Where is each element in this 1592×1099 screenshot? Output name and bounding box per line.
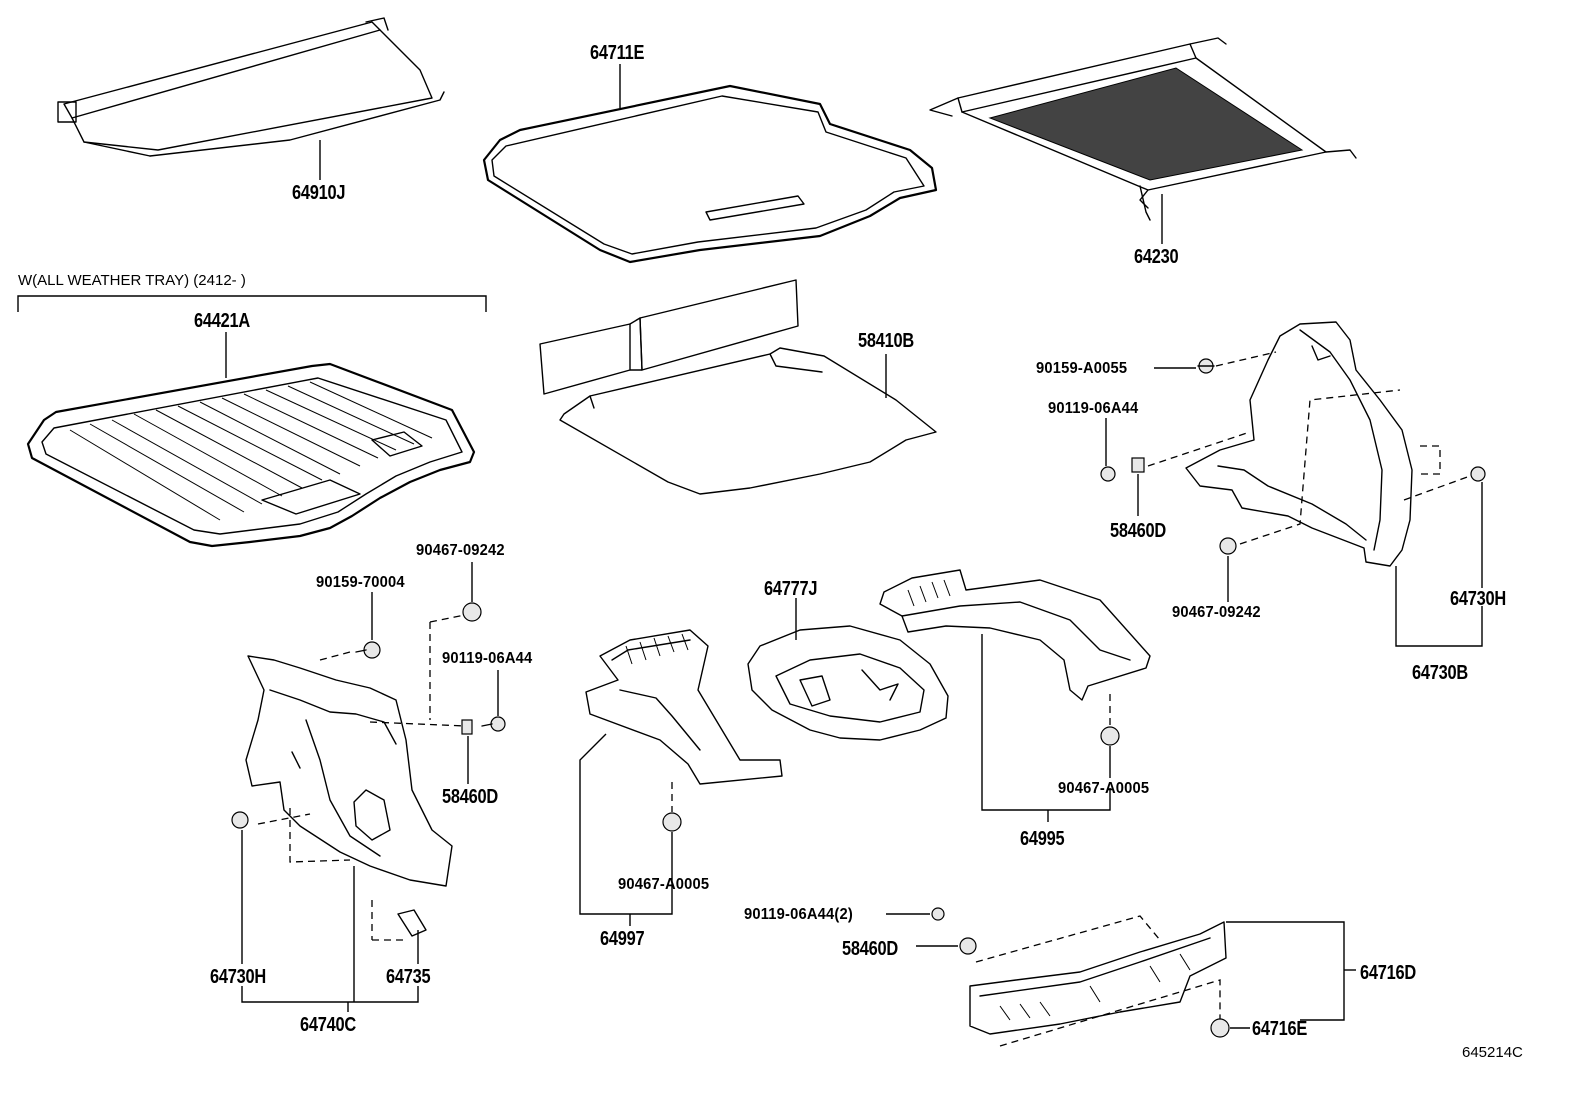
left-fasteners-drawing [231, 602, 506, 937]
part-label-90467-A0005-mid[interactable]: 90467-A0005 [618, 876, 710, 893]
part-label-90467-09242-left[interactable]: 90467-09242 [416, 542, 505, 559]
right-fasteners-drawing [1100, 358, 1486, 555]
part-label-64730H-right[interactable]: 64730H [1450, 588, 1506, 610]
luggage-mat-drawing [482, 84, 938, 264]
part-label-58460D-left[interactable]: 58460D [442, 786, 498, 808]
leader-lines [225, 64, 1483, 964]
part-label-90467-09242-right[interactable]: 90467-09242 [1172, 604, 1261, 621]
deck-carpet-drawing [539, 279, 937, 495]
part-label-64730H-left[interactable]: 64730H [210, 966, 266, 988]
part-label-64730B[interactable]: 64730B [1412, 662, 1468, 684]
diagram-code: 645214C [1462, 1044, 1523, 1061]
part-label-64230[interactable]: 64230 [1134, 246, 1179, 268]
deck-board-64997-drawing [579, 629, 783, 926]
part-label-64711E[interactable]: 64711E [590, 42, 645, 64]
part-label-64716D[interactable]: 64716D [1360, 962, 1416, 984]
deck-tray-64777J-drawing [747, 598, 949, 741]
part-label-90119-06A44-left[interactable]: 90119-06A44 [442, 650, 533, 667]
part-label-64421A[interactable]: 64421A [194, 310, 250, 332]
part-label-64777J[interactable]: 64777J [764, 578, 818, 600]
variant-bracket [17, 295, 487, 312]
part-label-64995[interactable]: 64995 [1020, 828, 1065, 850]
part-label-58410B[interactable]: 58410B [858, 330, 914, 352]
part-label-90467-A0005-right[interactable]: 90467-A0005 [1058, 780, 1150, 797]
sill-plate-drawing [886, 907, 1356, 1047]
all-weather-tray-drawing [26, 362, 476, 548]
left-side-trim-drawing [241, 613, 471, 1012]
part-label-64740C[interactable]: 64740C [300, 1014, 356, 1036]
part-label-58460D-lower[interactable]: 58460D [842, 938, 898, 960]
right-side-trim-drawing [1147, 321, 1483, 647]
part-label-64997[interactable]: 64997 [600, 928, 645, 950]
part-label-90119-06A44-2[interactable]: 90119-06A44(2) [744, 906, 853, 923]
tonneau-cover-drawing [57, 17, 445, 157]
part-label-64716E[interactable]: 64716E [1252, 1018, 1308, 1040]
part-label-64735[interactable]: 64735 [386, 966, 431, 988]
deck-board-64995-drawing [879, 569, 1151, 822]
all-weather-tray-variant-note: W(ALL WEATHER TRAY) (2412- ) [18, 272, 246, 289]
luggage-net-drawing [929, 37, 1357, 221]
part-label-90159-70004[interactable]: 90159-70004 [316, 574, 405, 591]
part-label-90159-A0055[interactable]: 90159-A0055 [1036, 360, 1128, 377]
part-label-90119-06A44-upper[interactable]: 90119-06A44 [1048, 400, 1139, 417]
part-label-64910J[interactable]: 64910J [292, 182, 346, 204]
part-label-58460D-upper[interactable]: 58460D [1110, 520, 1166, 542]
